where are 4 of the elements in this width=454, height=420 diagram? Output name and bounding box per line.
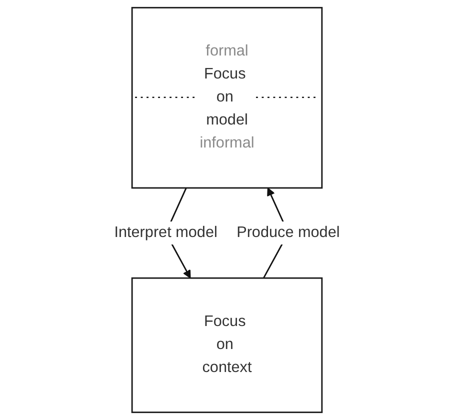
edge-label: Interpret model [114,224,218,241]
edge-label: Produce model [236,224,340,241]
node-box: formal Focus on model informal [131,6,323,189]
node-box: Focus on context [131,277,323,414]
